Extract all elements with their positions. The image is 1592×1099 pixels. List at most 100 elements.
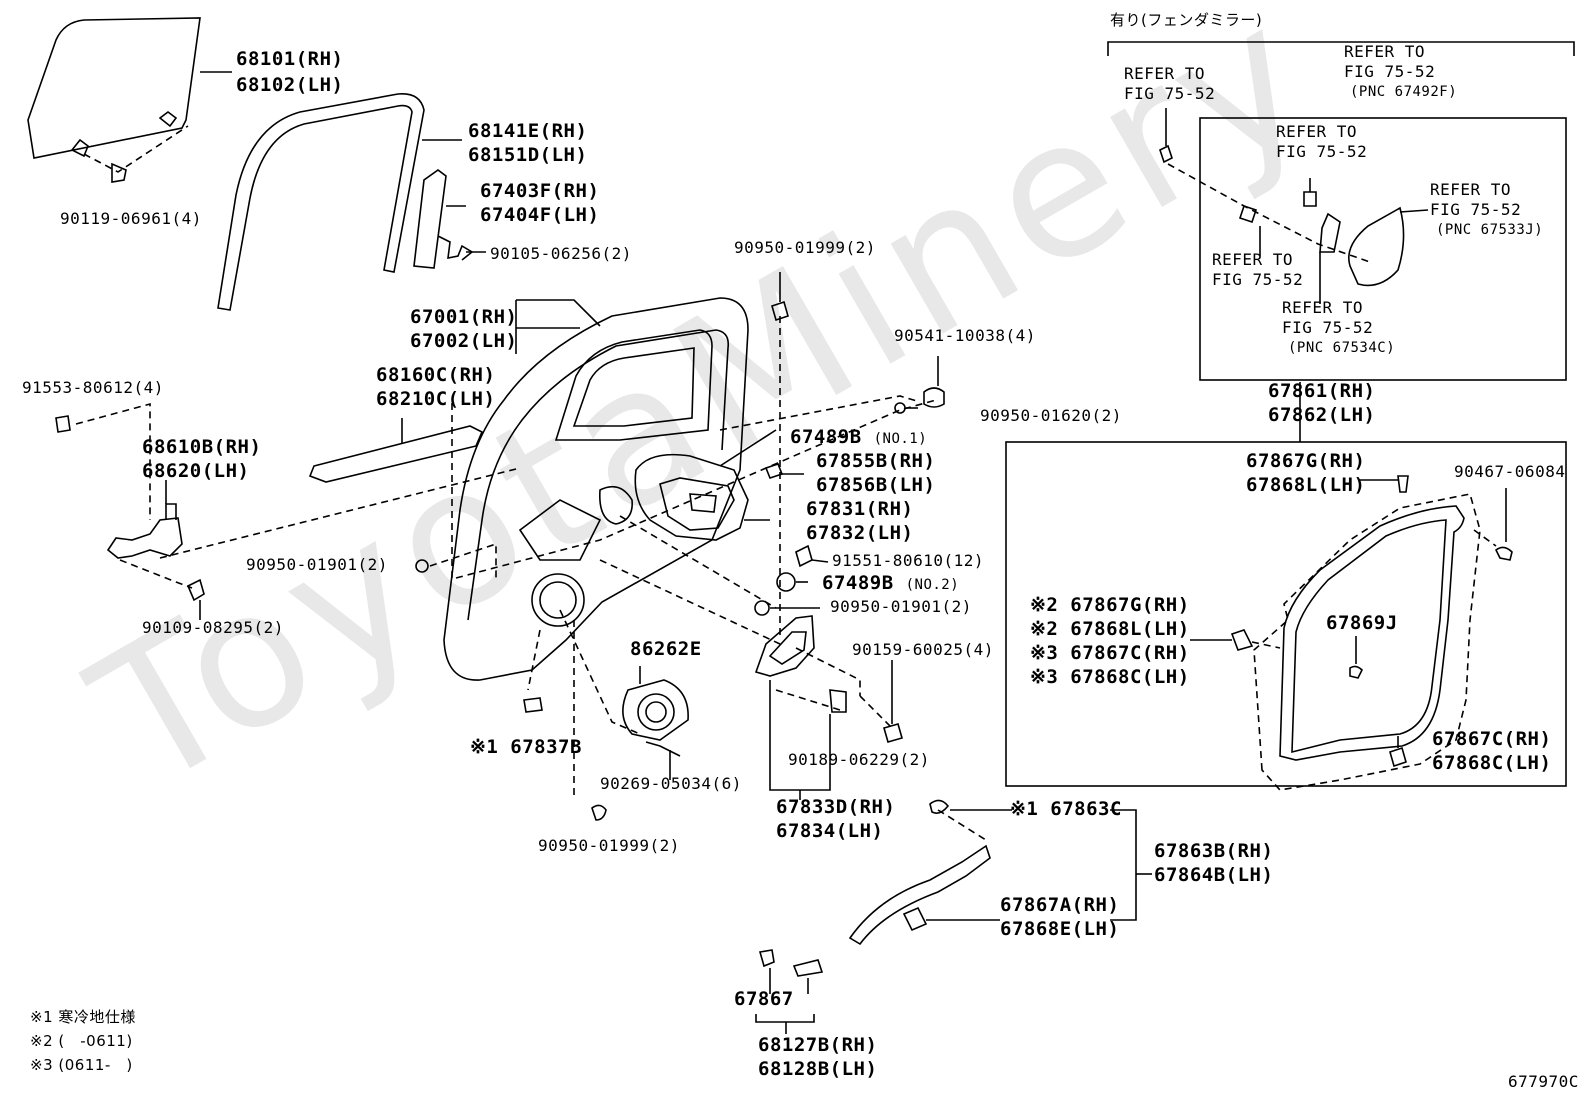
label-67867A: 67867A(RH) bbox=[1000, 894, 1120, 916]
label-68102: 68102(LH) bbox=[236, 74, 344, 96]
label-90159: 90159-60025(4) bbox=[852, 640, 994, 659]
nut-icon bbox=[771, 300, 789, 322]
label-s2-67868L: ※2 67868L(LH) bbox=[1030, 618, 1190, 640]
mirror-cover bbox=[1348, 206, 1405, 287]
ref6-line2: FIG 75-52 bbox=[1282, 318, 1374, 337]
label-67864B: 67864B(LH) bbox=[1154, 864, 1274, 886]
ref2-line2: FIG 75-52 bbox=[1344, 62, 1436, 81]
screw-icon bbox=[883, 723, 903, 743]
bolt-icon bbox=[111, 162, 127, 183]
label-67403F: 67403F(RH) bbox=[480, 180, 600, 202]
nut-icon bbox=[591, 804, 607, 821]
label-86262E: 86262E bbox=[630, 638, 702, 660]
note-2: ※2 ( -0611) bbox=[30, 1032, 133, 1050]
label-67863B: 67863B(RH) bbox=[1154, 840, 1274, 862]
note-1: ※1 寒冷地仕様 bbox=[30, 1008, 136, 1026]
ref4-line2: FIG 75-52 bbox=[1430, 200, 1522, 219]
label-90950-01620: 90950-01620(2) bbox=[980, 406, 1122, 425]
label-67832: 67832(LH) bbox=[806, 522, 914, 544]
lock-frame bbox=[634, 453, 749, 541]
label-67834: 67834(LH) bbox=[776, 820, 884, 842]
label-90950-01901-left: 90950-01901(2) bbox=[246, 555, 388, 574]
label-67867G: 67867G(RH) bbox=[1246, 450, 1366, 472]
ref6-line3: (PNC 67534C) bbox=[1288, 340, 1396, 356]
inside-handle bbox=[754, 615, 815, 677]
belt-molding bbox=[308, 425, 484, 483]
label-90950-01999-top: 90950-01999(2) bbox=[734, 238, 876, 257]
label-67833D: 67833D(RH) bbox=[776, 796, 896, 818]
label-90467: 90467-06084 bbox=[1454, 462, 1566, 481]
label-67831: 67831(RH) bbox=[806, 498, 914, 520]
label-90119: 90119-06961(4) bbox=[60, 209, 202, 228]
label-67869J: 67869J bbox=[1326, 612, 1398, 634]
label-90105: 90105-06256(2) bbox=[490, 244, 632, 263]
weatherstrip-lower bbox=[848, 844, 991, 946]
label-67863C: ※1 67863C bbox=[1010, 798, 1122, 820]
ref2-line3: (PNC 67492F) bbox=[1350, 84, 1458, 100]
ref5-line1: REFER TO bbox=[1212, 250, 1294, 269]
glass-run bbox=[217, 93, 425, 311]
label-90950-01999-bottom: 90950-01999(2) bbox=[538, 836, 680, 855]
label-68620: 68620(LH) bbox=[142, 460, 250, 482]
bolt-icon bbox=[55, 415, 71, 433]
figure-code: 677970C bbox=[1508, 1072, 1579, 1091]
label-67868E: 67868E(LH) bbox=[1000, 918, 1120, 940]
bolt-icon bbox=[795, 544, 813, 568]
label-91553: 91553-80612(4) bbox=[22, 378, 164, 397]
ref3-line2: FIG 75-52 bbox=[1276, 142, 1368, 161]
label-67867: 67867 bbox=[734, 988, 794, 1010]
ref5-line2: FIG 75-52 bbox=[1212, 270, 1304, 289]
label-67489B-no2: 67489B (NO.2) bbox=[822, 572, 960, 594]
note-3: ※3 (0611- ) bbox=[30, 1056, 133, 1074]
run-channel bbox=[413, 169, 447, 269]
label-90950-01901-right: 90950-01901(2) bbox=[830, 597, 972, 616]
mirror-gasket bbox=[1319, 212, 1341, 253]
label-68610B: 68610B(RH) bbox=[142, 436, 262, 458]
label-90269: 90269-05034(6) bbox=[600, 774, 742, 793]
label-s3-67867C: ※3 67867C(RH) bbox=[1030, 642, 1190, 664]
door-panel bbox=[443, 297, 749, 681]
weatherstrip-box bbox=[1005, 441, 1567, 787]
ref6-line1: REFER TO bbox=[1282, 298, 1364, 317]
label-68141E: 68141E(RH) bbox=[468, 120, 588, 142]
door-check bbox=[106, 517, 183, 559]
ref4-line3: (PNC 67533J) bbox=[1436, 222, 1544, 238]
label-67868L: 67868L(LH) bbox=[1246, 474, 1366, 496]
mirror-box bbox=[1199, 117, 1567, 381]
label-s3-67868C: ※3 67868C(LH) bbox=[1030, 666, 1190, 688]
label-90541: 90541-10038(4) bbox=[894, 326, 1036, 345]
weatherstrip bbox=[1279, 505, 1465, 761]
label-67404F: 67404F(LH) bbox=[480, 204, 600, 226]
label-91551: 91551-80610(12) bbox=[832, 551, 984, 570]
ref1-line2: FIG 75-52 bbox=[1124, 84, 1216, 103]
label-67856B: 67856B(LH) bbox=[816, 474, 936, 496]
door-glass bbox=[27, 17, 201, 159]
speaker bbox=[622, 679, 689, 741]
label-s2-67867G: ※2 67867G(RH) bbox=[1030, 594, 1190, 616]
label-68101: 68101(RH) bbox=[236, 48, 344, 70]
label-90189: 90189-06229(2) bbox=[788, 750, 930, 769]
label-67002: 67002(LH) bbox=[410, 330, 518, 352]
ref1-line1: REFER TO bbox=[1124, 64, 1206, 83]
label-67867C: 67867C(RH) bbox=[1432, 728, 1552, 750]
label-67862: 67862(LH) bbox=[1268, 404, 1376, 426]
label-67837B: ※1 67837B bbox=[470, 736, 582, 758]
label-68160C: 68160C(RH) bbox=[376, 364, 496, 386]
ref4-line1: REFER TO bbox=[1430, 180, 1512, 199]
label-67855B: 67855B(RH) bbox=[816, 450, 936, 472]
label-68151D: 68151D(LH) bbox=[468, 144, 588, 166]
label-67868C: 67868C(LH) bbox=[1432, 752, 1552, 774]
label-68210C: 68210C(LH) bbox=[376, 388, 496, 410]
label-67861: 67861(RH) bbox=[1268, 380, 1376, 402]
label-68128B: 68128B(LH) bbox=[758, 1058, 878, 1080]
clip-icon bbox=[523, 697, 543, 713]
ref2-line1: REFER TO bbox=[1344, 42, 1426, 61]
nut-icon bbox=[1159, 144, 1173, 164]
bolt-icon bbox=[186, 578, 205, 602]
ref3-line1: REFER TO bbox=[1276, 122, 1358, 141]
label-67489B-no1: 67489B (NO.1) bbox=[790, 426, 928, 448]
label-67001: 67001(RH) bbox=[410, 306, 518, 328]
label-68127B: 68127B(RH) bbox=[758, 1034, 878, 1056]
